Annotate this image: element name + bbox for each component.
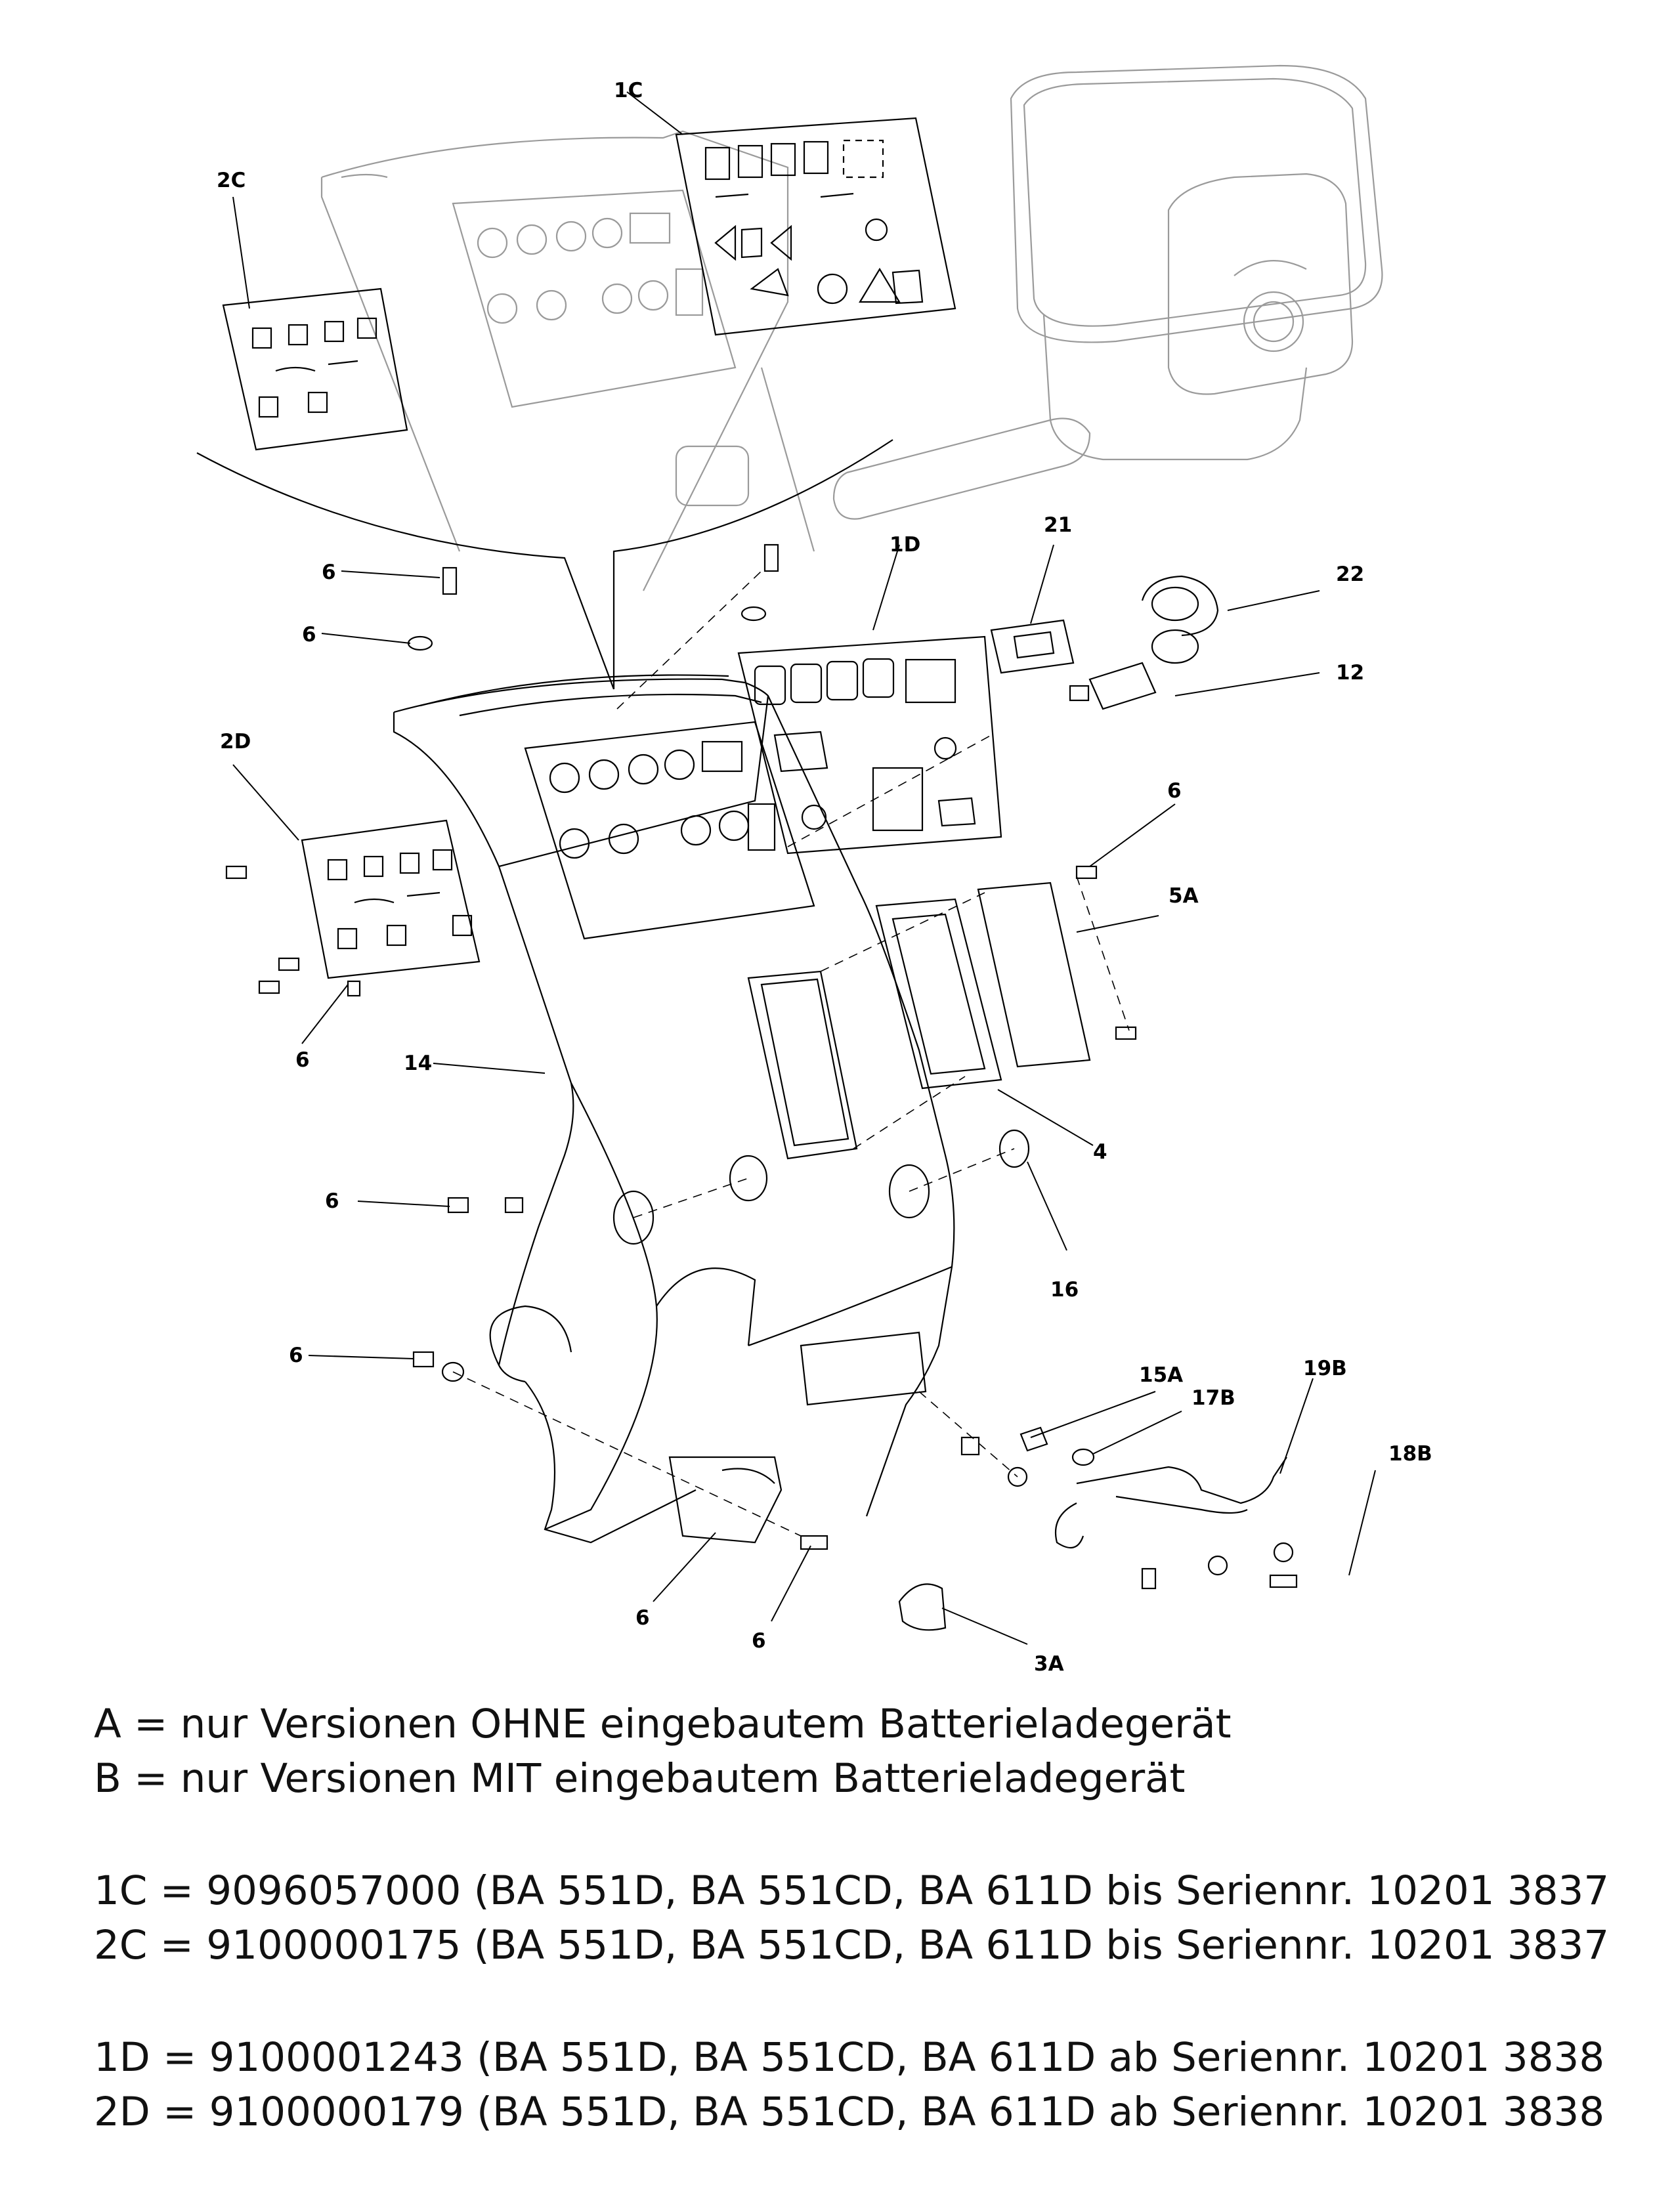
part-number-1d: 1D = 9100001243 (BA 551D, BA 551CD, BA 6…: [94, 2034, 1605, 2081]
callout-labels: 1C 2C 1D 21 22 12 2D 6 5A 4 16 14 6 6 6 …: [217, 79, 1432, 1676]
switch-plate-2d: [301, 819, 481, 979]
callout-leaders: [232, 91, 1376, 1645]
grommet-3a: [898, 1583, 947, 1631]
steering-column-background: [1010, 64, 1383, 461]
callout-6-g: 6: [635, 1606, 650, 1630]
callout-6-c: 6: [302, 623, 316, 647]
callout-12: 12: [1336, 661, 1364, 685]
callout-1d: 1D: [890, 533, 920, 557]
callout-1c: 1C: [614, 79, 643, 102]
console-housing-14: [393, 674, 955, 1544]
callout-14: 14: [404, 1052, 432, 1075]
callout-22: 22: [1336, 563, 1364, 586]
callout-21: 21: [1044, 513, 1072, 537]
ignition-12: [1069, 662, 1157, 710]
part-number-2c: 2C = 9100000175 (BA 551D, BA 551CD, BA 6…: [94, 1922, 1610, 1968]
part-number-2d: 2D = 9100000179 (BA 551D, BA 551CD, BA 6…: [94, 2089, 1605, 2135]
old-console-background: [320, 130, 1091, 591]
o-ring-16: [998, 1129, 1030, 1168]
callout-16: 16: [1050, 1278, 1079, 1302]
part-number-1c: 1C = 9096057000 (BA 551D, BA 551CD, BA 6…: [94, 1867, 1610, 1914]
notes-block: A = nur Versionen OHNE eingebautem Batte…: [94, 1697, 1610, 2139]
callout-6-d: 6: [295, 1048, 310, 1072]
fasteners-6: [225, 543, 1298, 1590]
callout-2c: 2C: [217, 169, 246, 192]
bracket-19b: [1054, 1457, 1287, 1549]
callout-5a: 5A: [1169, 884, 1199, 908]
relay-21: [990, 619, 1075, 674]
washer-17b: [1071, 1448, 1095, 1466]
callout-3a: 3A: [1034, 1652, 1064, 1676]
key-switch-22: [1141, 575, 1219, 664]
callout-17b: 17B: [1191, 1386, 1235, 1410]
cap-15a: [1019, 1426, 1048, 1452]
cover-5a: [977, 882, 1091, 1068]
callout-4: 4: [1093, 1140, 1107, 1164]
callout-6-f: 6: [289, 1344, 303, 1367]
callout-19b: 19B: [1303, 1357, 1347, 1380]
decal-panel-1c: [675, 117, 956, 336]
callout-6-e: 6: [325, 1189, 339, 1213]
decal-panel-1d: [737, 635, 1002, 855]
legend-line-a: A = nur Versionen OHNE eingebautem Batte…: [94, 1701, 1232, 1747]
detail-view-outline: [196, 439, 893, 690]
callout-15a: 15A: [1139, 1363, 1183, 1387]
switch-plate-2c: [222, 287, 408, 451]
callout-6-b: 6: [322, 561, 336, 584]
gasket-4: [875, 898, 1002, 1090]
callout-2d: 2D: [220, 730, 251, 754]
exploded-parts-diagram: 1C 2C 1D 21 22 12 2D 6 5A 4 16 14 6 6 6 …: [196, 64, 1432, 1676]
callout-18b: 18B: [1388, 1442, 1432, 1466]
legend-line-b: B = nur Versionen MIT eingebautem Batter…: [94, 1755, 1186, 1802]
callout-6-a: 6: [1167, 779, 1182, 803]
assembly-lines: [452, 570, 1130, 1537]
callout-6-h: 6: [752, 1629, 766, 1653]
